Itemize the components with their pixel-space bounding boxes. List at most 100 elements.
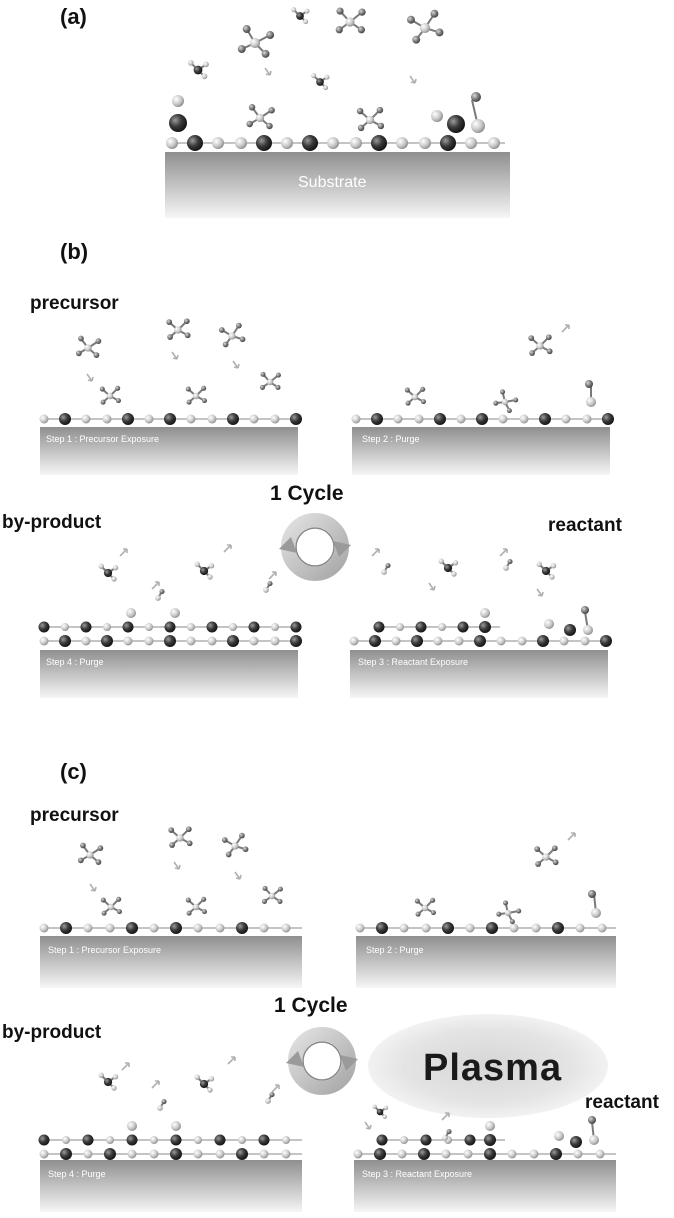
mid-atom — [377, 122, 385, 130]
plasma-cloud — [368, 1014, 608, 1118]
panel-a-substrate-label: Substrate — [298, 174, 367, 191]
mid-atom — [201, 398, 207, 404]
light-atom — [150, 1136, 158, 1144]
light-atom — [421, 904, 429, 912]
panel-b-precursor-label: precursor — [30, 293, 119, 314]
light-atom — [123, 636, 133, 646]
mid-atom — [218, 327, 225, 333]
panel-a-surface-atoms — [166, 92, 505, 151]
light-atom — [349, 636, 359, 646]
mid-atom — [260, 371, 266, 377]
panel-b-step3-substrate — [350, 650, 608, 698]
light-atom — [81, 636, 91, 646]
mid-atom — [269, 1092, 275, 1098]
dark-atom — [570, 1136, 582, 1148]
light-atom — [112, 565, 119, 571]
light-atom — [208, 563, 215, 569]
mid-atom — [551, 845, 558, 852]
light-atom — [176, 834, 184, 842]
mid-atom — [376, 106, 384, 114]
panel-b-cycle-label: 1 Cycle — [270, 482, 344, 505]
light-atom — [323, 85, 329, 91]
arrow-up-icon — [271, 1084, 280, 1093]
mid-atom — [357, 26, 365, 34]
light-atom — [503, 565, 509, 571]
mid-atom — [235, 322, 242, 329]
panel-c-step1-substrate — [40, 936, 302, 988]
mid-atom — [357, 124, 365, 132]
light-atom — [498, 414, 508, 424]
dark-atom — [104, 1148, 116, 1160]
light-atom — [463, 1149, 473, 1159]
light-atom — [542, 853, 550, 861]
dark-atom — [193, 65, 203, 75]
light-atom — [589, 1135, 599, 1145]
arrow-down-icon — [232, 360, 240, 369]
arrow-up-icon — [121, 1062, 130, 1071]
light-atom — [103, 623, 111, 631]
light-atom — [86, 851, 94, 859]
light-atom — [193, 923, 203, 933]
mid-atom — [242, 25, 251, 33]
light-atom — [433, 636, 443, 646]
light-atom — [281, 923, 291, 933]
light-atom — [438, 558, 444, 564]
mid-atom — [509, 919, 515, 925]
dark-atom — [602, 413, 614, 425]
light-atom — [441, 1149, 451, 1159]
mid-atom — [420, 386, 426, 392]
light-atom — [421, 923, 431, 933]
light-atom — [583, 625, 593, 635]
dark-atom — [290, 621, 302, 633]
arrow-down-icon — [86, 373, 94, 382]
panel-b-step1-substrate — [40, 427, 298, 475]
mid-atom — [116, 896, 122, 902]
light-atom — [456, 414, 466, 424]
light-atom — [419, 22, 431, 34]
light-atom — [501, 398, 509, 406]
mid-atom — [415, 911, 421, 917]
light-atom — [170, 608, 180, 618]
dark-atom — [371, 135, 387, 151]
dark-atom — [122, 621, 134, 633]
mid-atom — [412, 35, 421, 44]
light-atom — [39, 923, 49, 933]
dark-atom — [103, 568, 113, 578]
mid-atom — [588, 890, 596, 898]
dark-atom — [258, 1134, 270, 1146]
mid-atom — [115, 385, 121, 391]
dark-atom — [164, 413, 176, 425]
mid-atom — [186, 910, 192, 916]
mid-atom — [414, 898, 420, 904]
dark-atom — [420, 1134, 432, 1146]
light-atom — [529, 1149, 539, 1159]
mid-atom — [529, 350, 535, 356]
light-atom — [61, 623, 69, 631]
arrow-up-icon — [567, 832, 576, 841]
mid-atom — [101, 910, 107, 916]
light-atom — [201, 73, 208, 80]
panel-b-atoms — [38, 318, 614, 647]
light-atom — [399, 923, 409, 933]
mid-atom — [259, 384, 266, 390]
mid-atom — [184, 332, 191, 339]
arrow-down-icon — [171, 351, 179, 360]
light-atom — [351, 414, 361, 424]
arrow-up-icon — [227, 1056, 236, 1065]
light-atom — [304, 8, 310, 14]
light-atom — [207, 636, 217, 646]
light-atom — [582, 414, 592, 424]
panel-b-step2-label: Step 2 : Purge — [362, 434, 420, 444]
light-atom — [235, 137, 247, 149]
dark-atom — [440, 135, 456, 151]
mid-atom — [99, 386, 105, 392]
light-atom — [559, 636, 569, 646]
light-atom — [157, 1105, 163, 1111]
mid-atom — [237, 45, 246, 53]
mid-atom — [100, 897, 106, 903]
light-atom — [396, 623, 404, 631]
light-atom — [531, 923, 541, 933]
light-atom — [327, 137, 339, 149]
light-atom — [519, 414, 529, 424]
mid-atom — [201, 896, 207, 902]
